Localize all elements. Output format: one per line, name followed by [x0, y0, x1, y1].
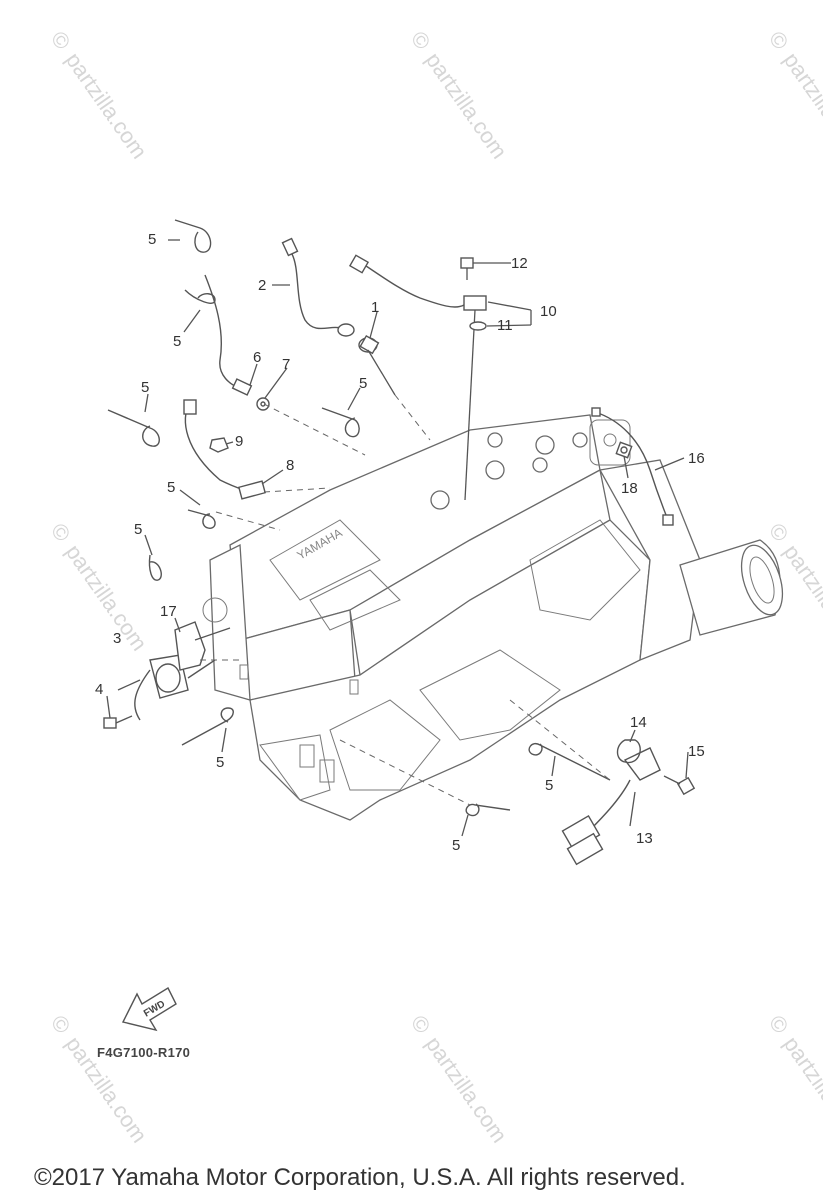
callout-14: 14: [630, 714, 647, 731]
part-18-sensor: [615, 441, 633, 459]
callout-3: 3: [113, 630, 121, 647]
part-10-sensor-assembly: [348, 254, 487, 501]
watermark: partzilla.com: [779, 48, 823, 163]
part-12-bolt: [460, 257, 474, 280]
callout-18: 18: [621, 480, 638, 497]
part-9-nut: [209, 437, 229, 453]
callout-12: 12: [511, 255, 528, 272]
part-13-sensor-lead: [561, 747, 661, 866]
part-2-sensor-lead: [281, 237, 355, 337]
watermark-symbol: ©: [764, 27, 794, 55]
callout-5: 5: [141, 379, 149, 396]
part-3-sensor: [134, 654, 216, 721]
part-7-washer: [256, 397, 270, 411]
callout-5: 5: [173, 333, 181, 350]
part-17-bracket: [174, 621, 231, 671]
part-1-sensor: [358, 334, 431, 441]
watermark: partzilla.com: [61, 540, 152, 655]
callout-8: 8: [286, 457, 294, 474]
watermark: partzilla.com: [421, 48, 512, 163]
part-5-cable-ties: [107, 219, 611, 817]
callout-16: 16: [688, 450, 705, 467]
diagram-reference-code: F4G7100-R170: [97, 1045, 191, 1060]
assembly-leader-lines: [200, 403, 611, 806]
callout-5: 5: [545, 777, 553, 794]
callout-4: 4: [95, 681, 103, 698]
callout-5: 5: [452, 837, 460, 854]
watermark: partzilla.com: [779, 540, 823, 655]
callout-5: 5: [148, 231, 156, 248]
callout-9: 9: [235, 433, 243, 450]
callout-5: 5: [134, 521, 142, 538]
callout-7: 7: [282, 356, 290, 373]
callout-leaders: [106, 239, 689, 837]
watermark-symbol: ©: [46, 1011, 76, 1039]
watermark-symbol: ©: [764, 519, 794, 547]
callout-13: 13: [636, 830, 653, 847]
part-16-sensor-lead: [591, 407, 674, 526]
part-15-bolt: [663, 775, 696, 796]
part-4-bolt: [103, 715, 133, 729]
watermark-symbol: ©: [406, 27, 436, 55]
callout-5: 5: [216, 754, 224, 771]
callout-15: 15: [688, 743, 705, 760]
callout-1: 1: [371, 299, 379, 316]
callout-5: 5: [167, 479, 175, 496]
part-11-o-ring: [469, 321, 487, 331]
watermark-symbol: ©: [46, 519, 76, 547]
watermark-symbol: ©: [46, 27, 76, 55]
callout-10: 10: [540, 303, 557, 320]
copyright-notice: ©2017 Yamaha Motor Corporation, U.S.A. A…: [34, 1164, 686, 1191]
callout-2: 2: [258, 277, 266, 294]
part-8-sensor: [183, 399, 267, 500]
watermark-symbol: ©: [764, 1011, 794, 1039]
callout-labels: 1 2 3 4 5 5 5 5 5 5 5 5 5 6 7 8 9 10 11 …: [95, 231, 705, 854]
callout-5: 5: [359, 375, 367, 392]
fwd-arrow-icon: FWD: [121, 987, 177, 1032]
part-14-gasket: [616, 739, 641, 764]
callout-11: 11: [497, 317, 513, 334]
callout-17: 17: [160, 603, 177, 620]
watermark-symbol: ©: [406, 1011, 436, 1039]
watermark: partzilla.com: [421, 1032, 512, 1147]
watermark: partzilla.com: [779, 1032, 823, 1147]
part-6-sensor: [204, 274, 253, 396]
callout-6: 6: [253, 349, 261, 366]
watermark: partzilla.com: [61, 48, 152, 163]
